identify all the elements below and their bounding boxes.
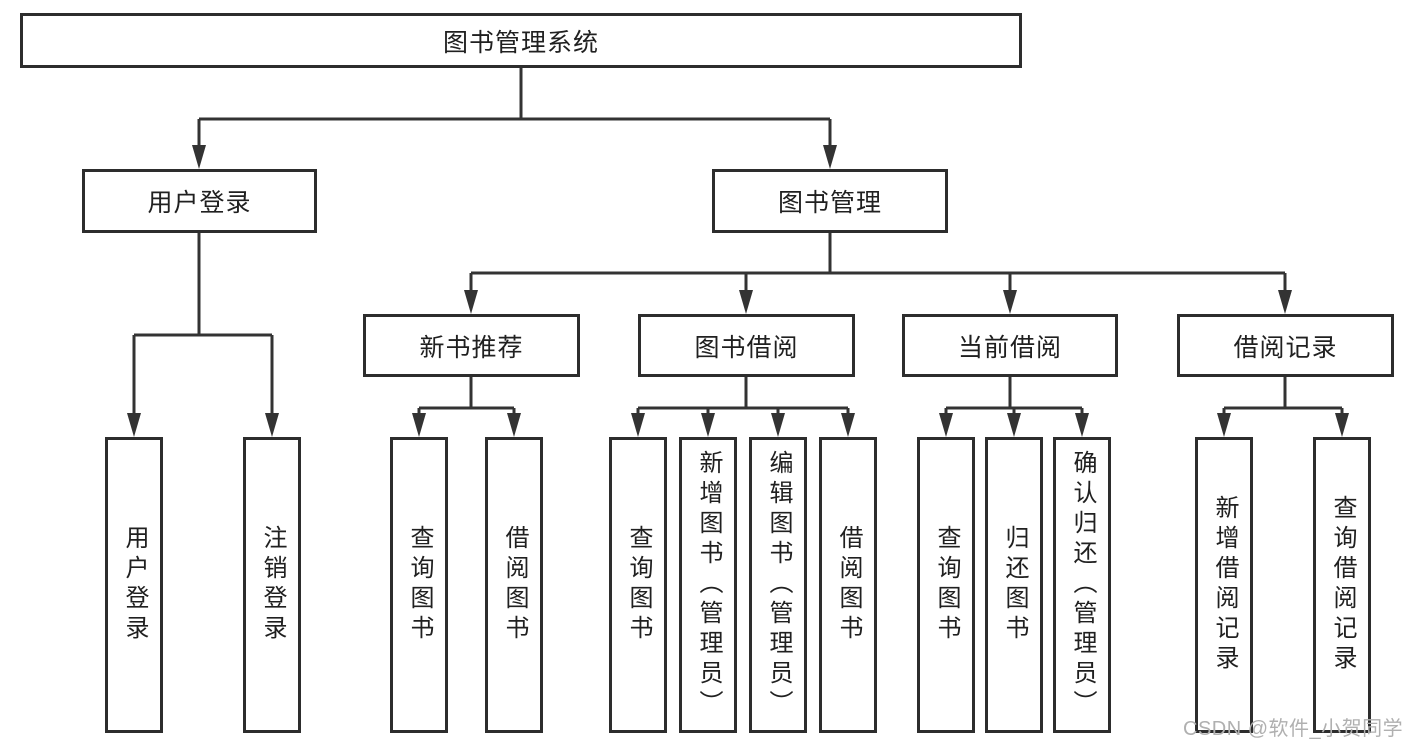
- leaf-query-books-borrow: 查询图书: [609, 437, 667, 733]
- leaf-edit-book-admin: 编辑图书（管理员）: [749, 437, 807, 733]
- connector-book-management-children: [464, 233, 1292, 314]
- leaf-query-books-current-label: 查询图书: [933, 525, 960, 645]
- node-user-login-label: 用户登录: [147, 189, 252, 217]
- connector-borrow-records-children: [1217, 377, 1349, 437]
- node-borrow-records-label: 借阅记录: [1233, 333, 1338, 362]
- node-user-login: 用户登录: [82, 169, 317, 233]
- node-new-book-recommend-label: 新书推荐: [419, 333, 524, 362]
- node-book-management: 图书管理: [712, 169, 948, 233]
- leaf-query-books-current: 查询图书: [917, 437, 975, 733]
- leaf-query-books-recommend: 查询图书: [390, 437, 448, 733]
- node-book-borrow: 图书借阅: [638, 314, 855, 377]
- connector-book-borrow-children: [631, 377, 855, 437]
- leaf-confirm-return-admin-label: 确认归还（管理员）: [1069, 450, 1096, 720]
- leaf-logout-login: 注销登录: [243, 437, 301, 733]
- leaf-user-login: 用户登录: [105, 437, 163, 733]
- leaf-query-books-borrow-label: 查询图书: [625, 525, 652, 645]
- node-root: 图书管理系统: [20, 13, 1022, 68]
- leaf-borrow-books-recommend: 借阅图书: [485, 437, 543, 733]
- node-current-borrow: 当前借阅: [902, 314, 1118, 377]
- connector-user-login-children: [127, 233, 279, 437]
- leaf-query-books-recommend-label: 查询图书: [406, 525, 433, 645]
- node-new-book-recommend: 新书推荐: [363, 314, 580, 377]
- leaf-confirm-return-admin: 确认归还（管理员）: [1053, 437, 1111, 733]
- leaf-return-book: 归还图书: [985, 437, 1043, 733]
- leaf-add-borrow-record-label: 新增借阅记录: [1211, 495, 1238, 675]
- leaf-return-book-label: 归还图书: [1001, 525, 1028, 645]
- connector-new-book-recommend-children: [412, 377, 521, 437]
- leaf-add-book-admin-label: 新增图书（管理员）: [695, 450, 722, 720]
- connector-current-borrow-children: [939, 377, 1089, 437]
- node-current-borrow-label: 当前借阅: [957, 333, 1062, 362]
- leaf-borrow-books-recommend-label: 借阅图书: [501, 525, 528, 645]
- node-borrow-records: 借阅记录: [1177, 314, 1394, 377]
- node-root-label: 图书管理系统: [442, 28, 599, 57]
- leaf-edit-book-admin-label: 编辑图书（管理员）: [765, 450, 792, 720]
- watermark: CSDN @软件_小贺同学: [1183, 718, 1404, 740]
- leaf-query-borrow-record-label: 查询借阅记录: [1329, 495, 1356, 675]
- node-book-management-label: 图书管理: [777, 189, 882, 217]
- leaf-add-borrow-record: 新增借阅记录: [1195, 437, 1253, 733]
- connector-root-to-level2: [192, 68, 837, 169]
- leaf-user-login-label: 用户登录: [121, 525, 148, 645]
- leaf-add-book-admin: 新增图书（管理员）: [679, 437, 737, 733]
- leaf-query-borrow-record: 查询借阅记录: [1313, 437, 1371, 733]
- leaf-logout-login-label: 注销登录: [259, 525, 286, 645]
- node-book-borrow-label: 图书借阅: [694, 333, 799, 362]
- leaf-borrow-books-label: 借阅图书: [835, 525, 862, 645]
- leaf-borrow-books: 借阅图书: [819, 437, 877, 733]
